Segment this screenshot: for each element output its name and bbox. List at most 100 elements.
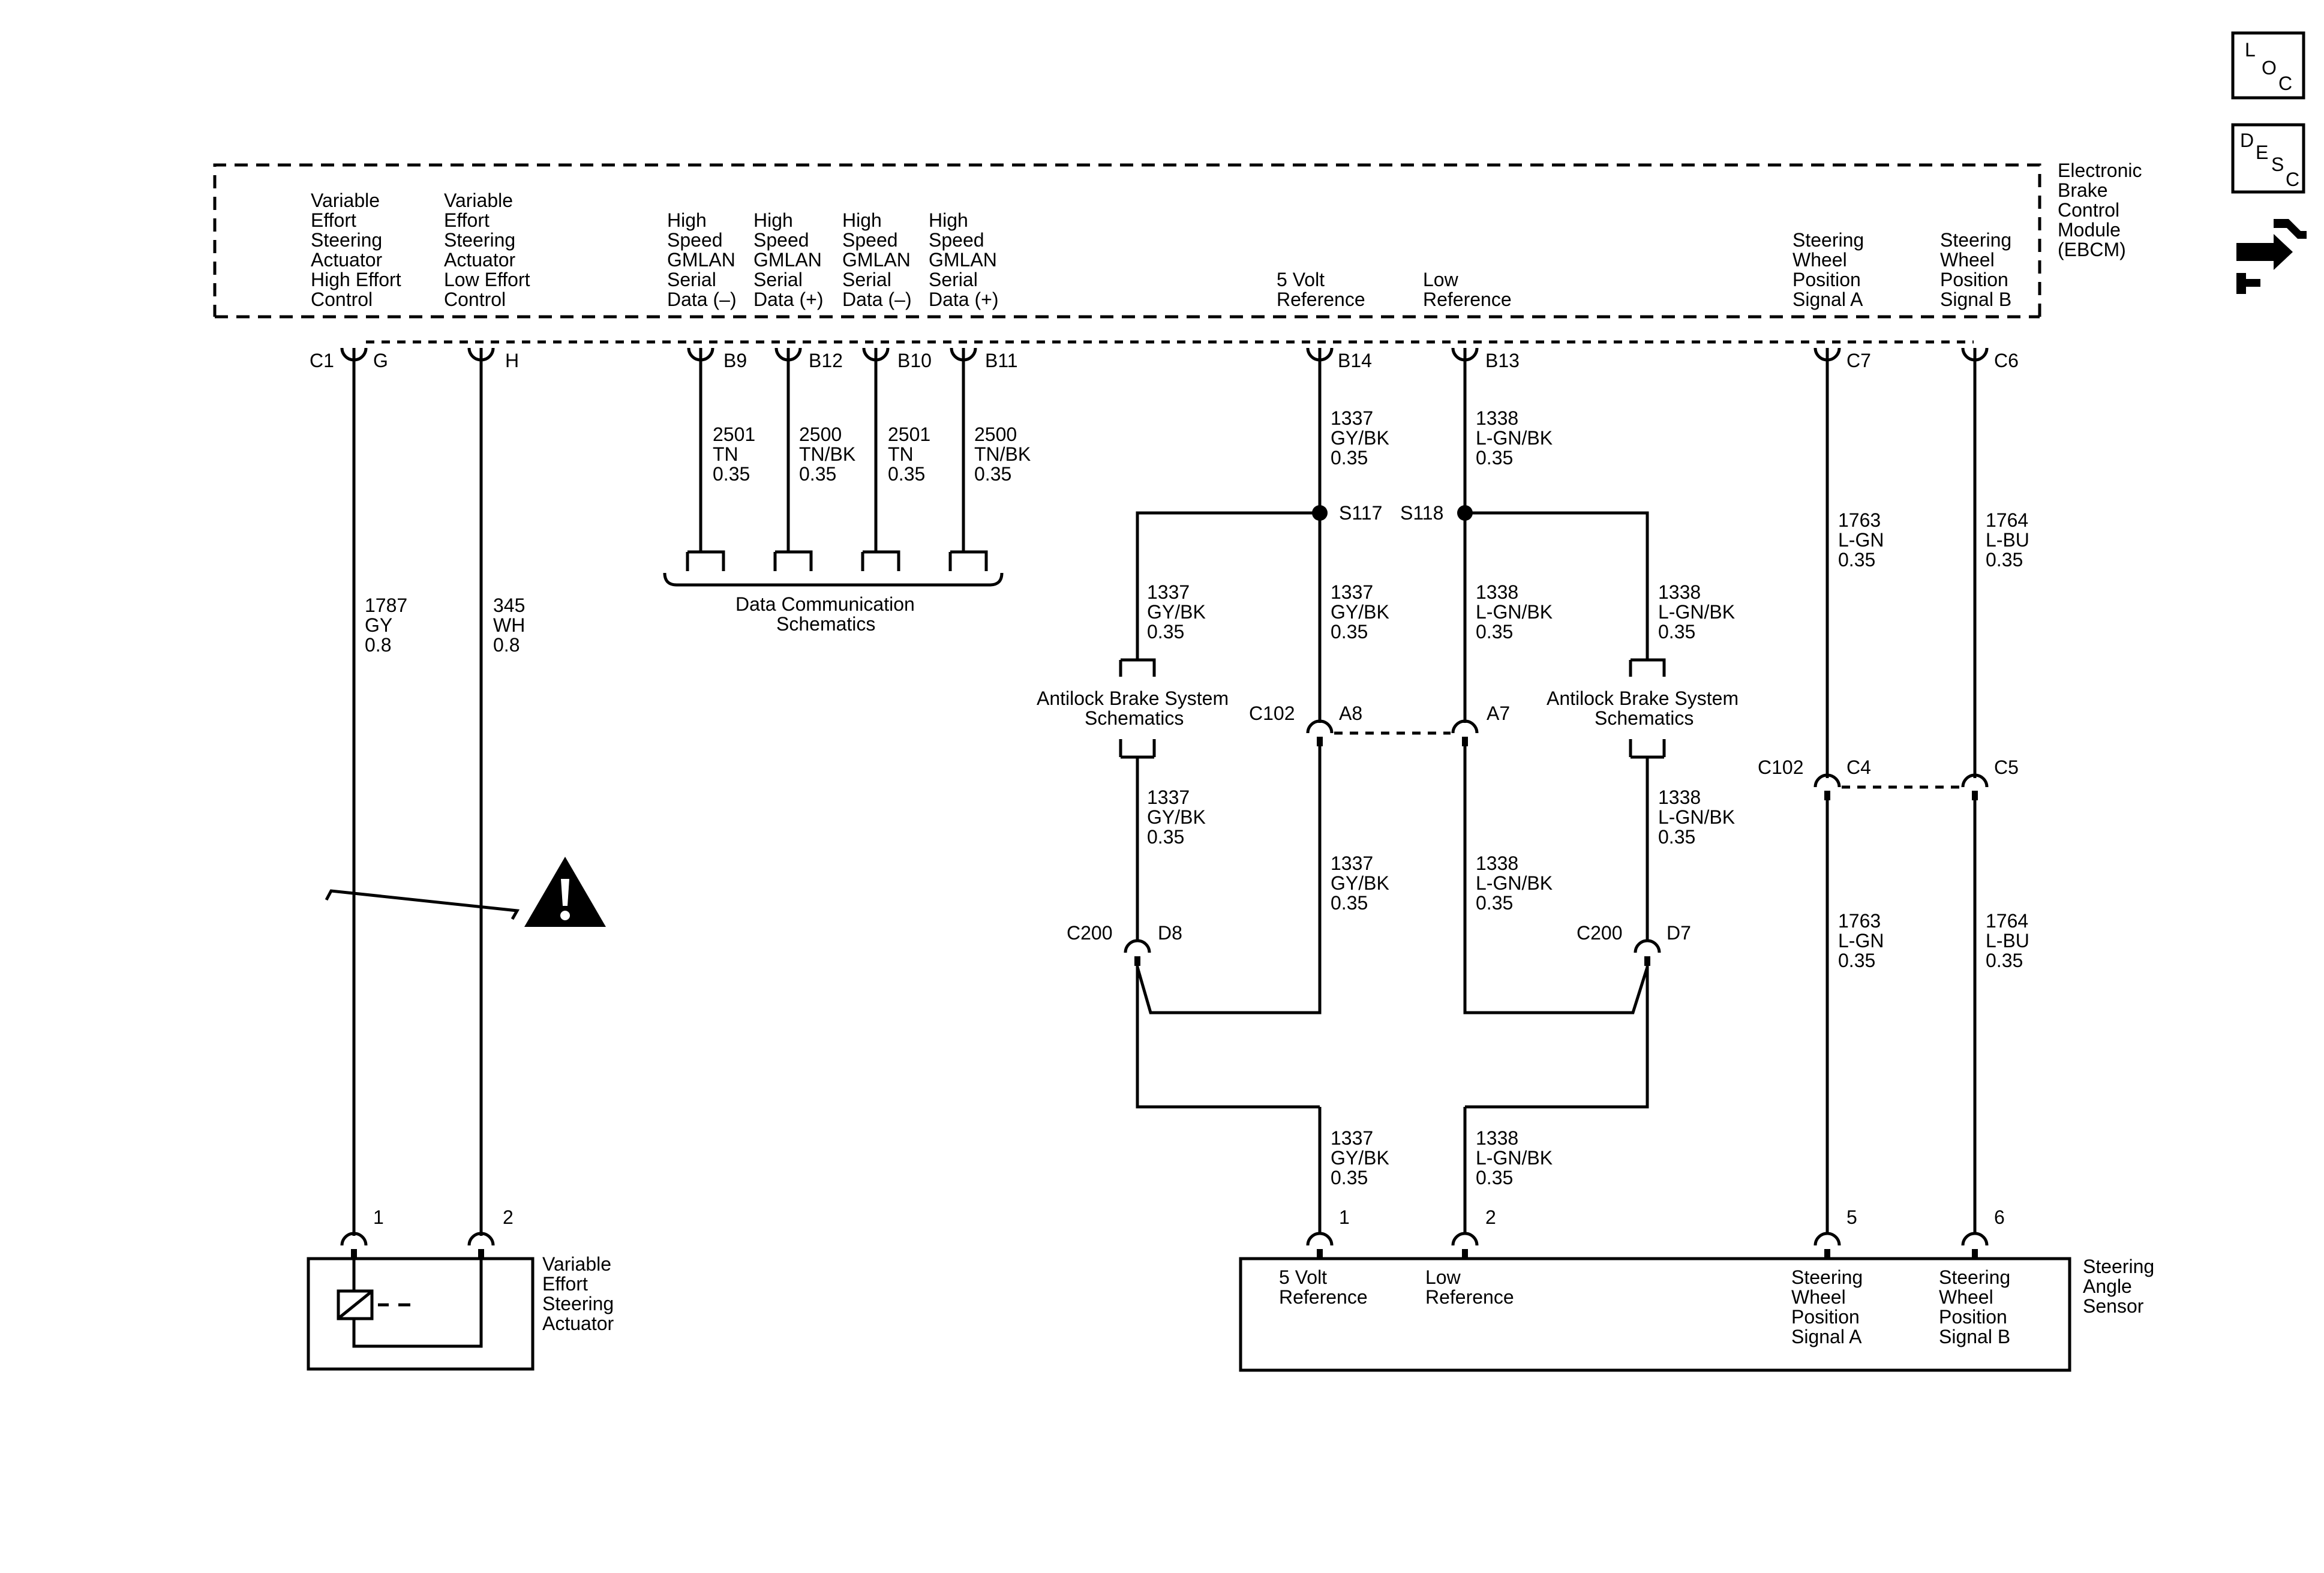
connector-name: C102 <box>1249 703 1295 724</box>
pin-label: B9 <box>723 350 747 371</box>
wire-label-345: 345 WH 0.8 <box>493 595 525 656</box>
sensor-terminal-signal-b: Steering Wheel Position Signal B <box>1939 1266 2010 1347</box>
ebcm-label-line: Electronic <box>2058 160 2142 181</box>
abs-schematics-reference-right[interactable]: Antilock Brake System Schematics <box>1547 658 1739 759</box>
wire-label-line: 1338 <box>1658 581 1701 603</box>
desc-letter-s: S <box>2271 154 2284 175</box>
diagnostic-connector-icon[interactable] <box>2236 219 2307 294</box>
terminal-label-line: Wheel <box>1939 1286 1993 1308</box>
wire-label-line: GY <box>365 614 392 636</box>
warning-icon[interactable] <box>524 857 606 927</box>
wire-label-line: 1338 <box>1476 1127 1518 1149</box>
wire-label-line: L-GN/BK <box>1476 427 1553 449</box>
pin-label: B11 <box>985 350 1018 371</box>
connector-name: C200 <box>1067 922 1113 944</box>
ebcm-label: Electronic Brake Control Module (EBCM) <box>2058 160 2142 260</box>
wire-label-2500b: 2500 TN/BK 0.35 <box>974 424 1031 485</box>
desc-letter-d: D <box>2240 130 2254 151</box>
wire-label-line: 0.35 <box>1331 892 1368 914</box>
circuit-label-line: High <box>667 209 707 231</box>
ebcm-label-line: Brake <box>2058 179 2108 201</box>
sensor-terminal-5v: 5 Volt Reference <box>1279 1266 1368 1308</box>
variable-effort-steering-actuator: 1 2 Variable Effort Steering Actuator <box>307 1206 614 1371</box>
circuit-label-line: High Effort <box>311 269 401 290</box>
wire-label-line: 0.35 <box>1986 549 2023 571</box>
desc-letter-c: C <box>2286 169 2299 190</box>
wire-label-1763-top: 1763 L-GN 0.35 <box>1838 509 1884 571</box>
wire-label-line: 1337 <box>1331 852 1373 874</box>
pin-label: A8 <box>1339 703 1362 724</box>
location-icon[interactable]: L O C <box>2231 31 2305 100</box>
wire-label-line: 0.35 <box>1838 950 1875 971</box>
circuit-label-line: Serial <box>753 269 803 290</box>
pin-label: 5 <box>1846 1206 1857 1228</box>
ebcm-circuit-label-b9: High Speed GMLAN Serial Data (–) <box>667 209 737 310</box>
component-label-line: Angle <box>2083 1275 2132 1297</box>
wire-label-line: TN/BK <box>974 443 1031 465</box>
wire-label-line: L-GN/BK <box>1658 806 1735 828</box>
wire-label-line: L-BU <box>1986 529 2029 551</box>
component-label-line: Actuator <box>542 1313 614 1334</box>
reference-label-line: Data Communication <box>735 593 915 615</box>
loc-letter-c: C <box>2278 73 2292 94</box>
abs-schematics-reference-left[interactable]: Antilock Brake System Schematics <box>1037 658 1229 759</box>
wire-label-line: 0.35 <box>974 463 1011 485</box>
circuit-label-line: GMLAN <box>667 249 735 271</box>
steering-angle-sensor: 1 2 5 6 5 Volt Reference Low Reference S… <box>1239 1206 2154 1372</box>
pin-label: C7 <box>1846 350 1871 371</box>
sensor-terminal-signal-a: Steering Wheel Position Signal A <box>1791 1266 1863 1347</box>
terminal-label-line: Signal A <box>1791 1326 1862 1347</box>
description-icon[interactable]: D E S C <box>2231 123 2305 194</box>
circuit-label-line: Variable <box>444 190 513 211</box>
connector-name: C1 <box>310 350 334 371</box>
circuit-label-line: Actuator <box>311 249 383 271</box>
wire-label-line: 1337 <box>1331 581 1373 603</box>
wire-label-1337-mid-up: 1337 GY/BK 0.35 <box>1331 581 1389 643</box>
circuit-label-line: Low <box>1423 269 1459 290</box>
ebcm-label-line: Module <box>2058 219 2121 241</box>
pin-label: B10 <box>897 350 932 371</box>
pin-label: 2 <box>1485 1206 1496 1228</box>
terminal-label-line: 5 Volt <box>1279 1266 1327 1288</box>
reference-label-line: Antilock Brake System <box>1547 688 1739 709</box>
wire-label-2501b: 2501 TN 0.35 <box>888 424 930 485</box>
inline-connector-c200-right: C200 D7 <box>1577 922 1691 966</box>
ebcm-circuit-label-b12: High Speed GMLAN Serial Data (+) <box>753 209 823 310</box>
wire-label-line: 2501 <box>713 424 755 445</box>
pin-label: C4 <box>1846 757 1871 778</box>
wire-label-line: 1338 <box>1476 581 1518 603</box>
pin-label: 6 <box>1994 1206 2005 1228</box>
pin-label: C5 <box>1994 757 2019 778</box>
wire-label-1338-top: 1338 L-GN/BK 0.35 <box>1476 407 1553 469</box>
circuit-label-line: Position <box>1792 269 1861 290</box>
wire-label-1764-low: 1764 L-BU 0.35 <box>1986 910 2029 971</box>
wire-label-1338-right-up: 1338 L-GN/BK 0.35 <box>1658 581 1735 643</box>
loc-letter-l: L <box>2245 39 2256 61</box>
wire-label-line: L-GN/BK <box>1658 601 1735 623</box>
inline-connector-c102-a: C102 A8 A7 <box>1249 703 1510 746</box>
wire-label-line: 0.35 <box>1147 826 1184 848</box>
pin-label: D7 <box>1667 922 1691 944</box>
wire-label-line: L-GN/BK <box>1476 601 1553 623</box>
data-communication-reference[interactable]: Data Communication Schematics <box>663 550 1004 635</box>
pin-label: A7 <box>1487 703 1510 724</box>
wire-label-line: 1337 <box>1331 407 1373 429</box>
splice-s117: S117 <box>1312 502 1382 524</box>
wire-label-line: 1764 <box>1986 910 2028 932</box>
wire-label-1763-low: 1763 L-GN 0.35 <box>1838 910 1884 971</box>
circuit-label-line: Steering <box>444 229 515 251</box>
wire-label-line: 0.35 <box>1476 1167 1513 1188</box>
connector-name: C200 <box>1577 922 1623 944</box>
pin-label: B14 <box>1338 350 1372 371</box>
wire-label-2500a: 2500 TN/BK 0.35 <box>799 424 855 485</box>
wire-label-line: 0.35 <box>1331 1167 1368 1188</box>
reference-label-line: Antilock Brake System <box>1037 688 1229 709</box>
wire-label-line: 0.35 <box>1986 950 2023 971</box>
pin-label: 2 <box>503 1206 514 1228</box>
circuit-label-line: Steering <box>1792 229 1864 251</box>
ebcm-circuit-label-h: Variable Effort Steering Actuator Low Ef… <box>444 190 530 310</box>
wire-label-line: 0.35 <box>713 463 750 485</box>
ebcm-circuit-label-b14: 5 Volt Reference <box>1277 269 1365 310</box>
terminal-label-line: Reference <box>1425 1286 1514 1308</box>
